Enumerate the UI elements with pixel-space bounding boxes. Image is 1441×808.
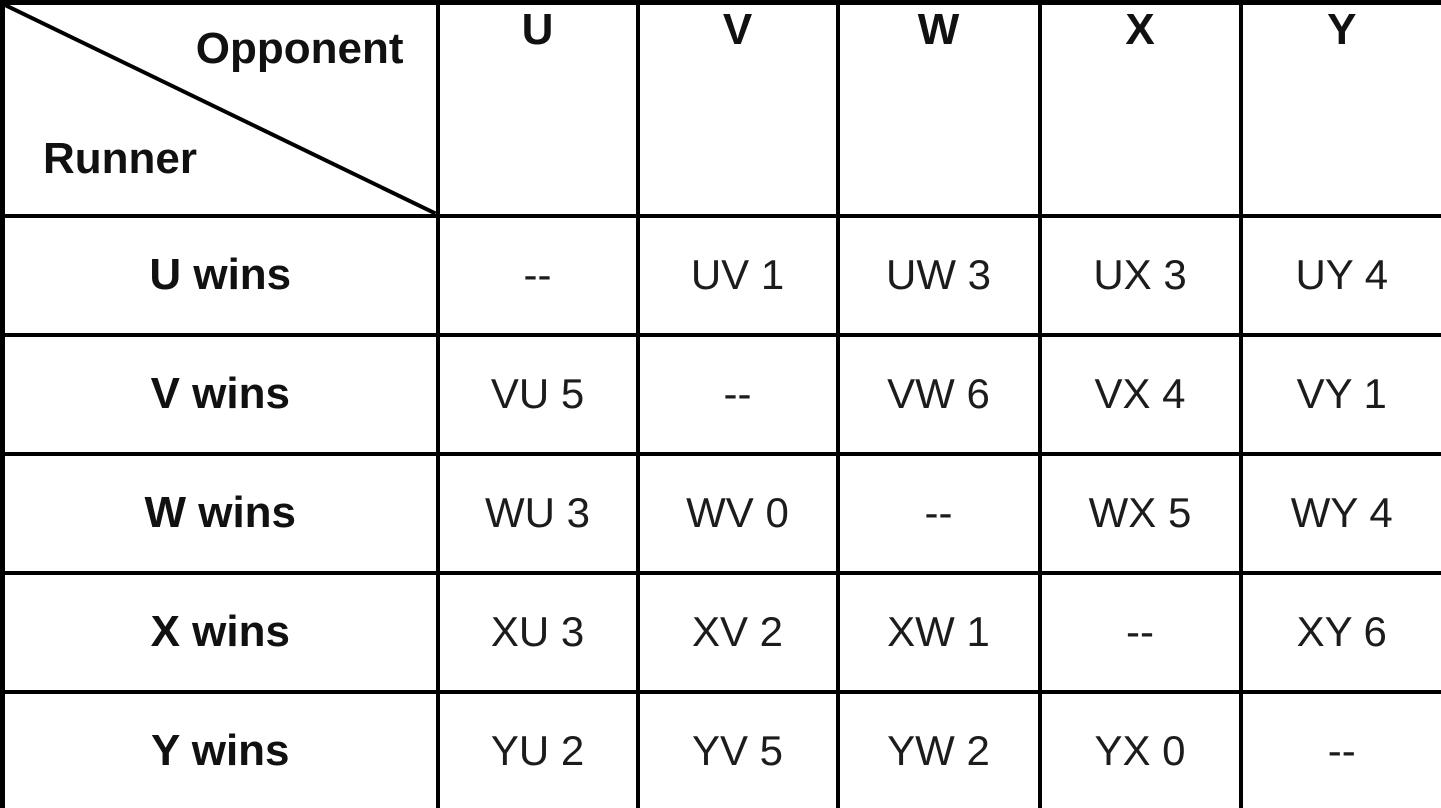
row-label-u-wins: U wins [0, 213, 440, 337]
cell-v-vs-x: VX 4 [1037, 332, 1243, 456]
cell-u-vs-x: UX 3 [1037, 213, 1243, 337]
cell-y-vs-w: YW 2 [835, 689, 1042, 808]
cell-w-vs-x: WX 5 [1037, 451, 1243, 575]
diagonal-divider-line [6, 6, 434, 212]
table-row-y-wins: Y wins YU 2 YV 5 YW 2 YX 0 -- [0, 689, 1441, 808]
row-label-w-wins: W wins [0, 451, 440, 575]
table-row-u-wins: U wins -- UV 1 UW 3 UX 3 UY 4 [0, 213, 1441, 337]
cell-x-vs-y: XY 6 [1238, 570, 1441, 694]
cell-x-vs-w: XW 1 [835, 570, 1042, 694]
table-row-x-wins: X wins XU 3 XV 2 XW 1 -- XY 6 [0, 570, 1441, 694]
cell-y-vs-y: -- [1238, 689, 1441, 808]
table-row-w-wins: W wins WU 3 WV 0 -- WX 5 WY 4 [0, 451, 1441, 575]
cell-u-vs-w: UW 3 [835, 213, 1042, 337]
cell-u-vs-v: UV 1 [635, 213, 840, 337]
cell-w-vs-u: WU 3 [435, 451, 640, 575]
cell-u-vs-y: UY 4 [1238, 213, 1441, 337]
cell-y-vs-u: YU 2 [435, 689, 640, 808]
corner-opponent-label: Opponent [195, 24, 404, 73]
cell-w-vs-w: -- [835, 451, 1042, 575]
cell-w-vs-v: WV 0 [635, 451, 840, 575]
corner-header-cell: Opponent Runner [0, 0, 440, 218]
cell-x-vs-x: -- [1037, 570, 1243, 694]
column-header-v: V [635, 0, 840, 218]
column-header-x: X [1037, 0, 1243, 218]
row-label-y-wins: Y wins [0, 689, 440, 808]
column-header-y: Y [1238, 0, 1441, 218]
header-row: Opponent Runner U V W X Y [0, 0, 1441, 218]
row-label-v-wins: V wins [0, 332, 440, 456]
cell-u-vs-u: -- [435, 213, 640, 337]
cell-x-vs-v: XV 2 [635, 570, 840, 694]
cell-v-vs-w: VW 6 [835, 332, 1042, 456]
cell-w-vs-y: WY 4 [1238, 451, 1441, 575]
cell-v-vs-y: VY 1 [1238, 332, 1441, 456]
corner-runner-label: Runner [43, 134, 197, 184]
cell-v-vs-v: -- [635, 332, 840, 456]
row-label-x-wins: X wins [0, 570, 440, 694]
column-header-w: W [835, 0, 1042, 218]
column-header-u: U [435, 0, 640, 218]
cell-y-vs-v: YV 5 [635, 689, 840, 808]
cell-x-vs-u: XU 3 [435, 570, 640, 694]
cell-y-vs-x: YX 0 [1037, 689, 1243, 808]
cell-v-vs-u: VU 5 [435, 332, 640, 456]
table-row-v-wins: V wins VU 5 -- VW 6 VX 4 VY 1 [0, 332, 1441, 456]
